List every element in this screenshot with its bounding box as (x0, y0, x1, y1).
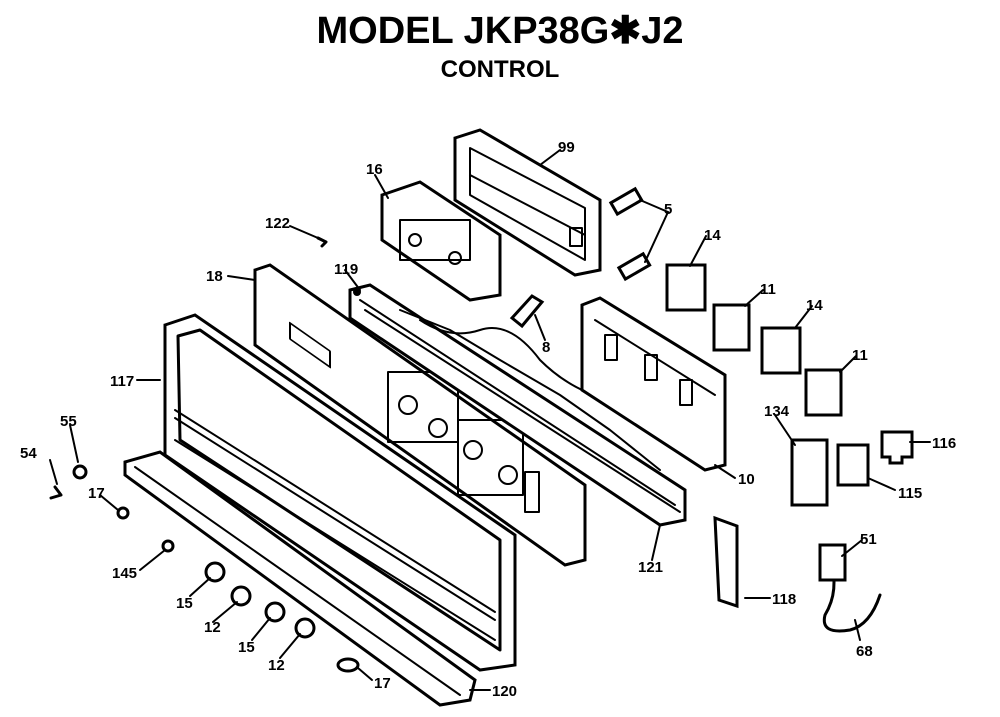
part-label-15: 15 (238, 639, 255, 656)
part-label-122: 122 (265, 215, 290, 232)
part-label-54: 54 (20, 445, 37, 462)
part-label-116: 116 (932, 435, 956, 452)
cover-99 (453, 128, 602, 277)
part-label-10: 10 (738, 471, 755, 488)
part-label-12: 12 (268, 657, 285, 674)
part-label-120: 120 (492, 683, 517, 700)
switch-bracket-10 (580, 296, 727, 472)
part-label-117: 117 (110, 373, 134, 390)
part-label-12: 12 (204, 619, 221, 636)
part-label-145: 145 (112, 565, 137, 582)
leader-lines (49, 149, 931, 691)
part-label-134: 134 (764, 403, 790, 420)
section-subtitle: CONTROL (440, 56, 560, 83)
part-label-99: 99 (558, 139, 575, 156)
part-label-119: 119 (334, 261, 358, 278)
part-label-17: 17 (88, 485, 105, 502)
part-label-11: 11 (852, 347, 868, 364)
part-label-118: 118 (772, 591, 796, 608)
part-label-16: 16 (366, 161, 383, 178)
trim-strip-120 (123, 450, 477, 707)
part-label-121: 121 (638, 559, 663, 576)
small-parts (49, 186, 914, 673)
part-label-55: 55 (60, 413, 77, 430)
mask-panel-18 (253, 263, 587, 567)
model-title: MODEL JKP38G✱J2 (316, 10, 684, 52)
part-label-115: 115 (898, 485, 922, 502)
part-label-14: 14 (704, 227, 721, 244)
part-label-8: 8 (542, 339, 550, 356)
part-label-17: 17 (374, 675, 391, 692)
part-label-11: 11 (760, 281, 776, 298)
control-rail-119 (348, 283, 687, 527)
bracket-16 (380, 180, 502, 302)
part-label-18: 18 (206, 268, 223, 285)
part-label-14: 14 (806, 297, 823, 314)
part-label-5: 5 (664, 201, 672, 218)
part-labels: 54 55 17 145 15 12 15 12 17 120 117 18 1… (20, 139, 956, 700)
part-label-51: 51 (860, 531, 877, 548)
part-label-68: 68 (856, 643, 873, 660)
part-label-15: 15 (176, 595, 193, 612)
